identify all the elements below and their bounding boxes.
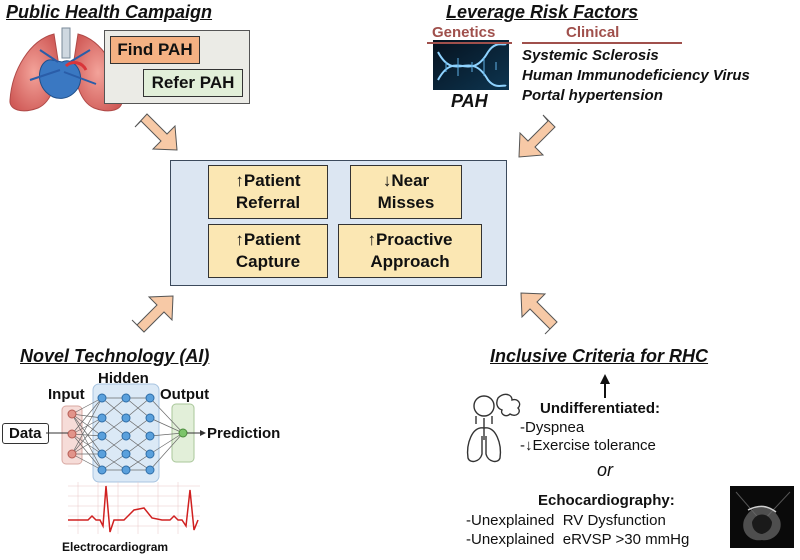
technology-title: Novel Technology (AI): [20, 346, 210, 366]
outcome-arrow: ↑: [367, 230, 376, 249]
exercise-item: -↓Exercise tolerance: [520, 437, 656, 454]
prediction-label: Prediction: [207, 425, 281, 442]
outcome-line2: Misses: [377, 193, 435, 212]
output-layer-label: Output: [160, 386, 210, 403]
outcome-line1: Patient: [243, 171, 301, 190]
risk-title: Leverage Risk Factors: [446, 2, 639, 22]
outcome-line2: Approach: [370, 252, 450, 271]
arrow-top-left: [134, 113, 178, 151]
arrow-bottom-left: [131, 295, 174, 333]
outcome-patient-capture: ↑Patient Capture: [208, 224, 328, 278]
data-input-box: Data: [2, 423, 49, 444]
arrow-top-right: [518, 114, 556, 158]
undifferentiated-label: Undifferentiated:: [540, 400, 660, 417]
genetics-header: Genetics: [432, 24, 496, 41]
outcome-line1: Patient: [243, 230, 301, 249]
risk-item: Human Immunodeficiency Virus: [522, 67, 750, 84]
outcome-line2: Capture: [235, 252, 301, 271]
breathing-person-icon: [466, 393, 521, 463]
echocardiogram-image: [730, 486, 794, 548]
pah-label: PAH: [451, 91, 488, 111]
risk-item: Systemic Sclerosis: [522, 47, 659, 64]
outcome-line1: Proactive: [375, 230, 453, 249]
outcome-arrow: ↑: [235, 171, 244, 190]
clinical-risk-list: Systemic Sclerosis Human Immunodeficienc…: [522, 46, 750, 106]
arrow-bottom-right: [520, 292, 558, 335]
dyspnea-item: -Dyspnea: [520, 419, 585, 436]
refer-pah-box: Refer PAH: [143, 69, 243, 97]
dna-image: [433, 40, 509, 90]
clinical-header: Clinical: [566, 24, 620, 41]
risk-item: Portal hypertension: [522, 87, 663, 104]
hidden-layer-label: Hidden: [98, 370, 149, 387]
outcome-line2: Referral: [235, 193, 301, 212]
outcome-patient-referral: ↑Patient Referral: [208, 165, 328, 219]
rv-dysfunction-item: -Unexplained RV Dysfunction: [466, 512, 666, 529]
outcome-near-misses: ↓Near Misses: [350, 165, 462, 219]
ervsp-item: -Unexplained eRVSP >30 mmHg: [466, 531, 690, 548]
outcome-proactive-approach: ↑Proactive Approach: [338, 224, 482, 278]
input-layer-label: Input: [48, 386, 85, 403]
neural-network-diagram: [46, 383, 206, 483]
outcome-arrow: ↓: [382, 171, 392, 190]
ecg-label: Electrocardiogram: [62, 540, 169, 554]
outcome-arrow: ↑: [235, 230, 244, 249]
campaign-title: Public Health Campaign: [6, 2, 213, 22]
or-label: or: [597, 460, 614, 480]
ecg-waveform: [68, 482, 200, 534]
criteria-title: Inclusive Criteria for RHC: [490, 346, 709, 366]
find-pah-box: Find PAH: [110, 36, 200, 64]
outcome-line1: Near: [391, 171, 430, 190]
up-arrow-icon: [600, 374, 610, 398]
echo-label: Echocardiography:: [538, 492, 675, 509]
